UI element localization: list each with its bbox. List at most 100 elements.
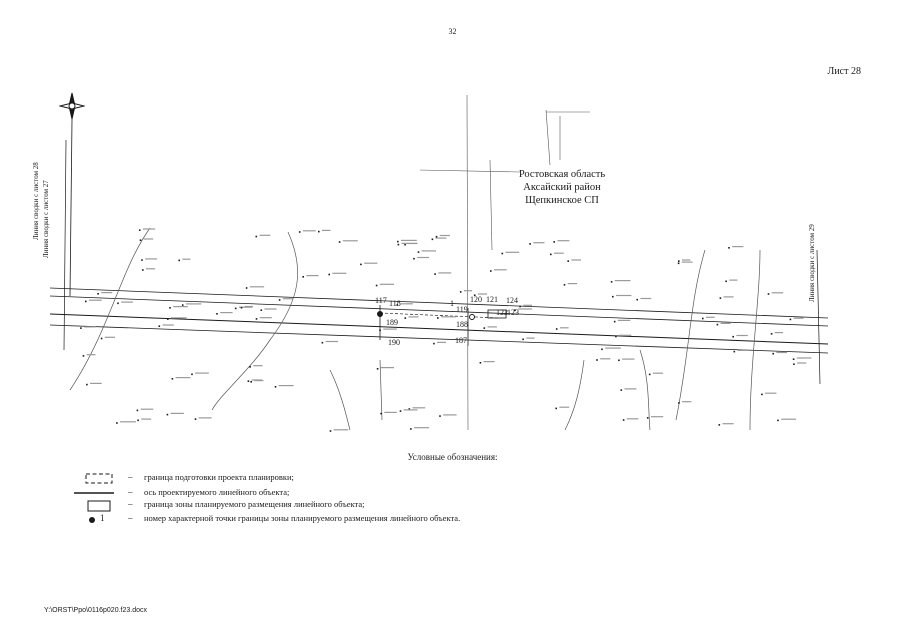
- contour-lines: [69, 227, 761, 431]
- survey-dot-mark: [282, 298, 294, 300]
- survey-dot-mark: [776, 351, 788, 354]
- legend-text-point-number: номер характерной точки границы зоны пла…: [144, 513, 461, 523]
- survey-dot: [247, 380, 250, 382]
- survey-dot: [397, 243, 400, 246]
- survey-dot: [431, 238, 434, 241]
- survey-dot-mark: [720, 322, 731, 324]
- survey-dot-mark: [90, 382, 102, 384]
- survey-dot-mark: [706, 316, 715, 318]
- survey-dot-mark: [438, 272, 452, 274]
- point-label-118: 118: [389, 299, 401, 308]
- survey-dot: [278, 299, 281, 301]
- survey-dot: [136, 409, 139, 412]
- survey-dot: [321, 341, 324, 344]
- survey-dot: [519, 305, 521, 308]
- point-label-189: 189: [386, 318, 398, 327]
- survey-dot: [376, 368, 379, 370]
- survey-dot: [100, 337, 103, 340]
- survey-dot: [514, 309, 516, 311]
- survey-dot-mark: [220, 312, 233, 314]
- survey-dot-mark: [559, 406, 570, 408]
- survey-dot: [318, 230, 320, 233]
- survey-dot-mark: [600, 358, 611, 360]
- survey-dot-mark: [567, 283, 578, 285]
- point-label-122: 122: [496, 308, 508, 317]
- survey-dot-mark: [505, 251, 520, 253]
- point-label-121: 121: [486, 295, 498, 304]
- survey-dot: [718, 424, 721, 426]
- survey-dot-mark: [120, 421, 136, 423]
- survey-dot-mark: [533, 242, 545, 244]
- survey-dot: [379, 329, 381, 332]
- north-arrow-icon: [59, 92, 85, 297]
- survey-dot: [329, 430, 332, 432]
- survey-dot-mark: [652, 372, 664, 374]
- survey-dot-mark: [765, 392, 777, 394]
- survey-dot: [792, 358, 795, 360]
- survey-dot-mark: [797, 362, 807, 364]
- survey-dot-mark: [251, 379, 262, 381]
- survey-dot: [613, 320, 616, 323]
- survey-dot: [298, 231, 301, 233]
- survey-dot-mark: [173, 306, 188, 308]
- survey-dot-mark: [332, 272, 347, 274]
- sheet-label: Лист 28: [827, 66, 861, 77]
- survey-dot: [375, 284, 378, 287]
- survey-dot-mark: [435, 237, 447, 239]
- right-edge-line: [816, 249, 821, 385]
- survey-dot-mark: [443, 414, 457, 416]
- survey-dot-mark: [622, 358, 635, 360]
- survey-dot-mark: [401, 242, 418, 244]
- survey-dot: [250, 381, 252, 383]
- survey-dot: [636, 298, 638, 301]
- point-label-187: 187: [455, 336, 467, 345]
- survey-dot-mark: [793, 317, 804, 319]
- survey-dot: [719, 297, 722, 299]
- survey-dot: [522, 338, 524, 341]
- survey-dot: [249, 366, 251, 368]
- survey-dot: [777, 419, 779, 422]
- survey-dot-mark: [619, 334, 632, 336]
- survey-dot-mark: [408, 316, 419, 318]
- survey-dot-mark: [244, 305, 253, 308]
- survey-dot-mark: [421, 250, 436, 252]
- survey-dot-mark: [249, 286, 265, 288]
- survey-dot: [716, 323, 719, 326]
- survey-dot: [191, 373, 193, 376]
- survey-dot-mark: [487, 326, 497, 328]
- survey-dot: [404, 243, 406, 246]
- survey-dot: [138, 229, 141, 231]
- survey-dot: [234, 307, 237, 310]
- survey-dot-mark: [143, 238, 154, 240]
- survey-dot-mark: [195, 372, 209, 374]
- survey-dot-mark: [306, 275, 319, 277]
- survey-dot-mark: [142, 228, 156, 230]
- legend-symbol-number: 1: [100, 513, 105, 523]
- survey-dot-mark: [614, 280, 631, 282]
- survey-dot: [529, 243, 531, 245]
- survey-dot: [610, 281, 613, 283]
- survey-dot: [255, 235, 258, 238]
- survey-dot-mark: [437, 341, 446, 343]
- survey-dot: [789, 318, 792, 321]
- survey-dot: [360, 263, 362, 266]
- survey-dot: [97, 293, 99, 295]
- survey-dot-mark: [682, 401, 692, 403]
- region-settlement: Щепкинское СП: [525, 195, 599, 206]
- dashed-rect-icon: [85, 473, 113, 484]
- survey-dot-mark: [140, 408, 154, 410]
- survey-dot-mark: [463, 290, 473, 292]
- survey-dot-mark: [616, 294, 632, 297]
- file-path: Y:\ORST\Ppo\0116p020.f23.docx: [44, 607, 147, 614]
- survey-dot-mark: [554, 252, 564, 254]
- survey-dot-mark: [182, 258, 191, 260]
- survey-dot-mark: [494, 269, 507, 271]
- survey-dot: [620, 389, 623, 391]
- survey-dot: [404, 317, 407, 319]
- survey-dot-mark: [198, 417, 212, 419]
- edge-label-left-2: Линия сводки с листом 27: [42, 180, 50, 258]
- survey-dot: [260, 309, 263, 311]
- rect-icon: [87, 500, 111, 512]
- survey-dot: [433, 342, 435, 345]
